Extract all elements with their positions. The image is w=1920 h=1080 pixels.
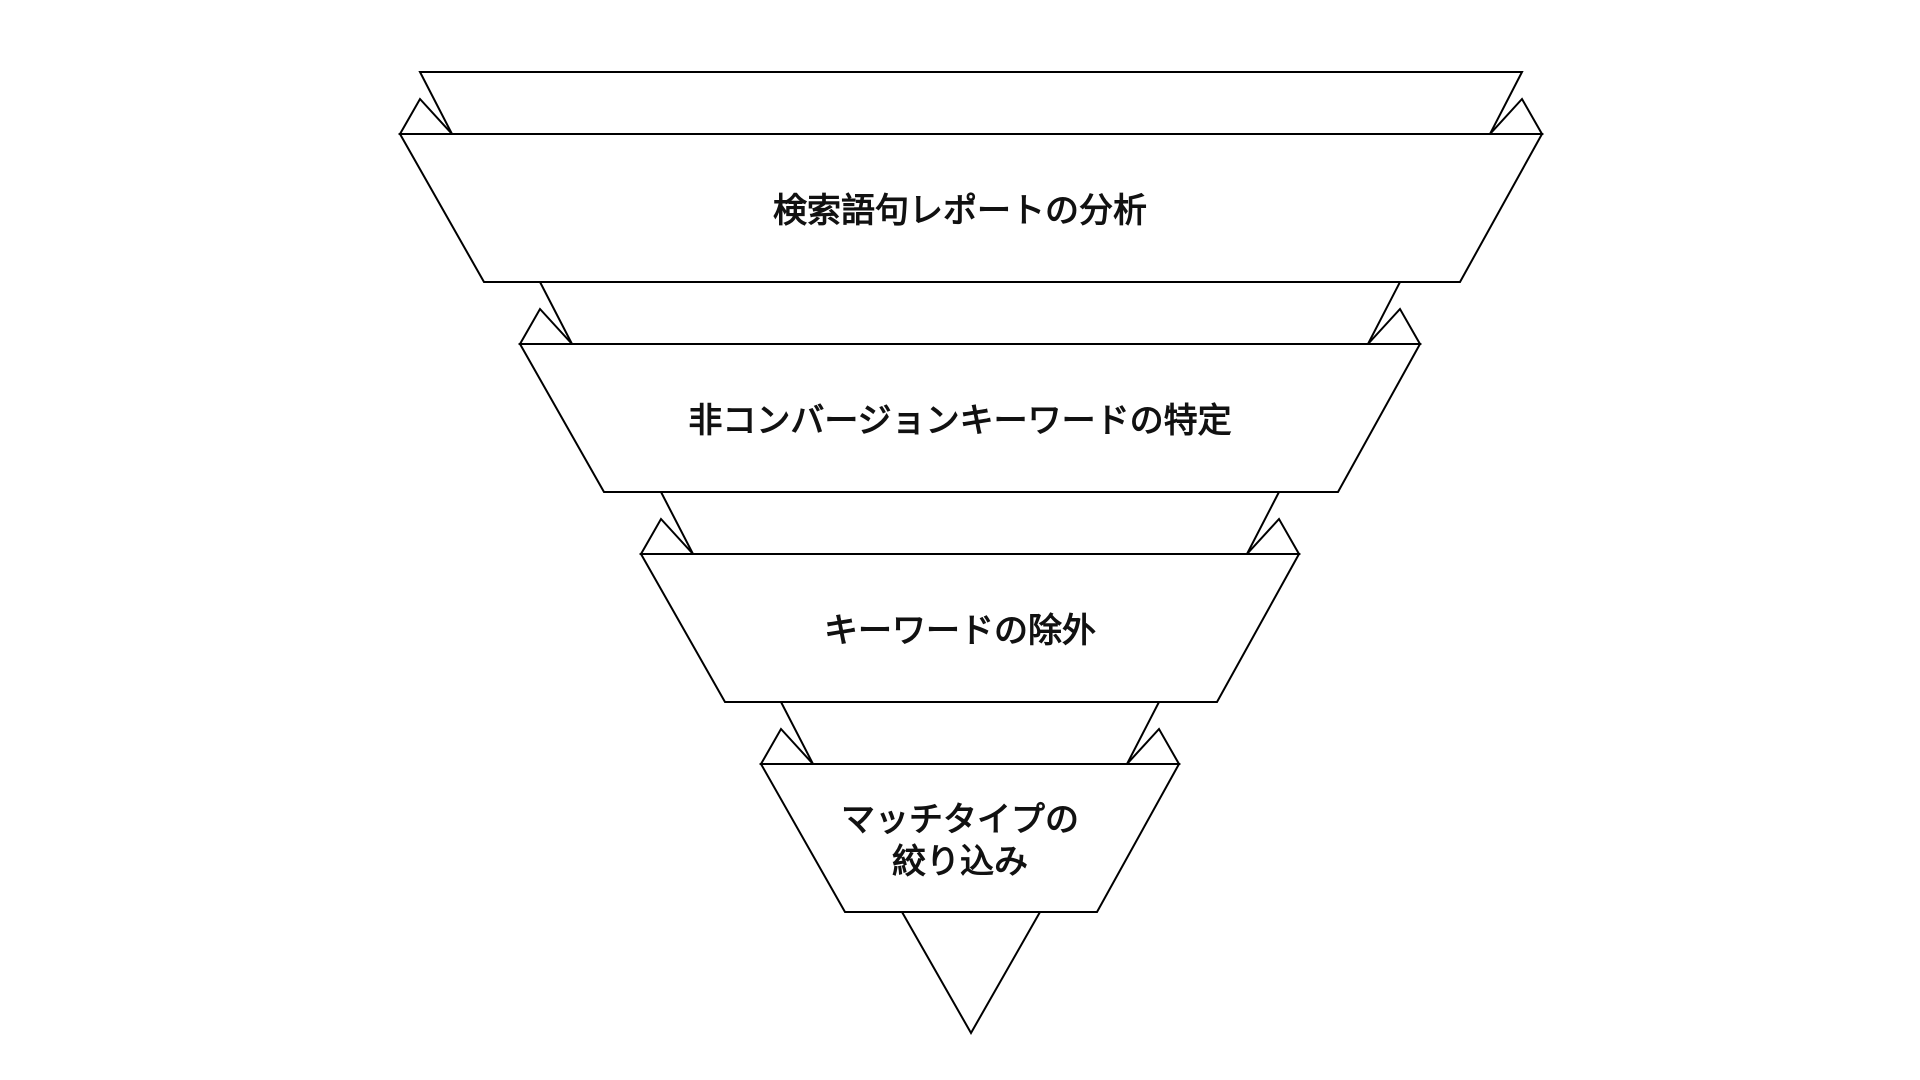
- stage-4-face: [759, 763, 1181, 913]
- stage-3-back-band: [659, 491, 1281, 555]
- stage-1-face: [398, 133, 1544, 283]
- stage-4-label: マッチタイプの 絞り込み: [838, 767, 1082, 915]
- stage-4-label-line-1: マッチタイプの: [841, 800, 1079, 840]
- stage-3-label: キーワードの除外: [725, 557, 1195, 705]
- stage-3-label-line-1: キーワードの除外: [824, 611, 1096, 651]
- stage-1-back-band: [418, 71, 1524, 135]
- stage-4-label-line-2: 絞り込み: [892, 842, 1028, 882]
- funnel-tip: [900, 911, 1042, 1036]
- stage-1-label-line-1: 検索語句レポートの分析: [773, 191, 1147, 231]
- stage-2-back-band: [538, 281, 1402, 345]
- stage-1-label: 検索語句レポートの分析: [484, 137, 1436, 285]
- stage-2-label-line-1: 非コンバージョンキーワードの特定: [688, 401, 1232, 441]
- stage-2-face: [518, 343, 1422, 493]
- stage-4-back-band: [779, 701, 1161, 765]
- stage-2-label: 非コンバージョンキーワードの特定: [604, 347, 1316, 495]
- stage-3-face: [639, 553, 1301, 703]
